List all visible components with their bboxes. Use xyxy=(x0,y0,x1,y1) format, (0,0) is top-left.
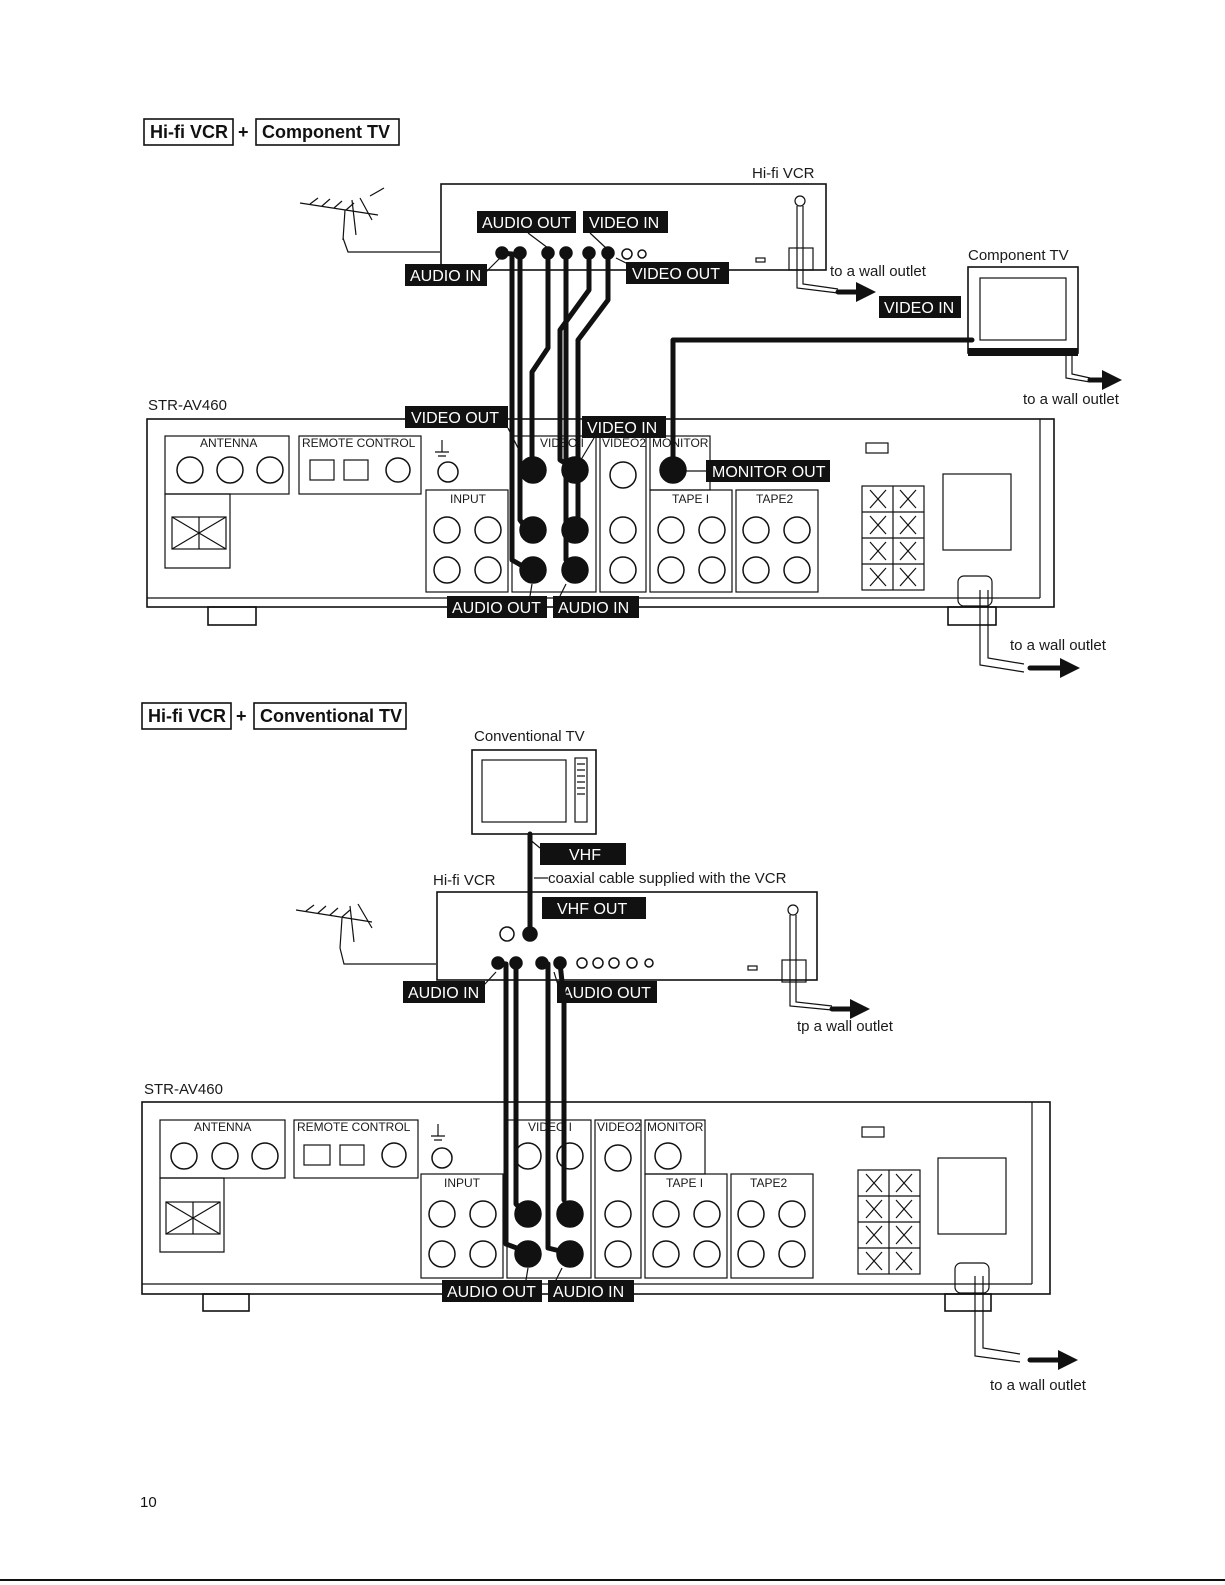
speaker-terminals-bottom xyxy=(857,1169,921,1275)
tag-video-in: VIDEO IN xyxy=(589,215,659,232)
input-label-bottom: INPUT xyxy=(444,1176,481,1190)
vcr-tags: AUDIO OUT VIDEO IN AUDIO IN VIDEO OUT xyxy=(405,211,729,286)
vcr-outlet-note: to a wall outlet xyxy=(830,263,927,280)
heading-tv: Component TV xyxy=(262,122,390,142)
receiver-tags-bottom: AUDIO OUT AUDIO IN xyxy=(442,1267,634,1302)
conventional-tv: Conventional TV VHF xyxy=(471,728,626,865)
remote-label-top: REMOTE CONTROL xyxy=(302,436,416,450)
heading-plus: + xyxy=(238,122,249,142)
antenna-label-bottom: ANTENNA xyxy=(194,1120,251,1134)
component-tv-label: Component TV xyxy=(968,247,1069,264)
vcr-outlet-note-2: tp a wall outlet xyxy=(797,1018,894,1035)
tape1-label-bottom: TAPE I xyxy=(666,1176,703,1190)
receiver-outlet-note-bottom: to a wall outlet xyxy=(990,1377,1087,1394)
tag-audio-in-2: AUDIO IN xyxy=(408,985,479,1002)
antenna-icon-2 xyxy=(295,903,436,965)
tag-audio-out: AUDIO OUT xyxy=(482,215,571,232)
tape1-label-top: TAPE I xyxy=(672,492,709,506)
heading-hifi-vcr-conventional-tv: Hi-fi VCR + Conventional TV xyxy=(141,702,407,730)
heading-hifi-vcr-component-tv: Hi-fi VCR + Component TV xyxy=(143,118,400,146)
tag-rcv-video-in: VIDEO IN xyxy=(587,420,657,437)
receiver-outlet-note-top: to a wall outlet xyxy=(1010,637,1107,654)
component-tv: Component TV to a wall outlet VIDEO IN xyxy=(879,247,1122,408)
tag-rcv-audio-out: AUDIO OUT xyxy=(452,600,541,617)
tag-audio-in: AUDIO IN xyxy=(410,268,481,285)
tag-rcv-audio-in: AUDIO IN xyxy=(558,600,629,617)
vcr-label-2: Hi-fi VCR xyxy=(433,872,496,889)
tag-vhf-out: VHF OUT xyxy=(557,901,627,918)
tape2-label-bottom: TAPE2 xyxy=(750,1176,787,1190)
speaker-terminals-top xyxy=(861,485,925,591)
monitor-label-top: MONITOR xyxy=(652,436,709,450)
receiver-top: STR-AV460 ANTENNA REMOTE CONTROL xyxy=(146,397,1107,678)
tag-audio-out-2: AUDIO OUT xyxy=(562,985,651,1002)
hifi-vcr-unit-2: VHF OUT tp a wall outlet AUDIO IN AUDIO … xyxy=(403,891,894,1035)
coax-note: coaxial cable supplied with the VCR xyxy=(548,870,787,887)
conventional-tv-label: Conventional TV xyxy=(474,728,585,745)
tag-monitor-out: MONITOR OUT xyxy=(712,464,826,481)
section-conventional-tv: Hi-fi VCR + Conventional TV Conventional… xyxy=(141,702,1087,1394)
monitor-label-bottom: MONITOR xyxy=(647,1120,704,1134)
cables-bottom xyxy=(495,960,567,1255)
heading2-tv: Conventional TV xyxy=(260,706,402,726)
tag-video-out: VIDEO OUT xyxy=(632,266,720,283)
antenna-icon xyxy=(299,187,440,253)
video2-label-top: VIDEO2 xyxy=(602,436,646,450)
cables-top xyxy=(499,250,975,571)
vcr-label: Hi-fi VCR xyxy=(752,165,815,182)
heading2-vcr: Hi-fi VCR xyxy=(148,706,226,726)
tag-vhf: VHF xyxy=(569,847,601,864)
receiver-bottom: STR-AV460 ANTENNA REMOTE CONTROL INPUT xyxy=(141,1081,1087,1394)
receiver-label-bottom: STR-AV460 xyxy=(144,1081,223,1098)
section-component-tv: Hi-fi VCR + Component TV Hi-fi VCR xyxy=(143,118,1122,678)
tag-rcv-audio-out-2: AUDIO OUT xyxy=(447,1284,536,1301)
remote-label-bottom: REMOTE CONTROL xyxy=(297,1120,411,1134)
input-label-top: INPUT xyxy=(450,492,487,506)
tag-rcv-video-out: VIDEO OUT xyxy=(411,410,499,427)
tag-tv-video-in: VIDEO IN xyxy=(884,300,954,317)
heading2-plus: + xyxy=(236,706,247,726)
tape2-label-top: TAPE2 xyxy=(756,492,793,506)
page-number: 10 xyxy=(140,1494,157,1511)
antenna-label-top: ANTENNA xyxy=(200,436,257,450)
receiver-tags-top: VIDEO OUT VIDEO IN MONITOR OUT AUDIO OUT… xyxy=(405,406,830,618)
tv-outlet-note: to a wall outlet xyxy=(1023,391,1120,408)
heading-vcr: Hi-fi VCR xyxy=(150,122,228,142)
receiver-label-top: STR-AV460 xyxy=(148,397,227,414)
tag-rcv-audio-in-2: AUDIO IN xyxy=(553,1284,624,1301)
video2-label-bottom: VIDEO2 xyxy=(597,1120,641,1134)
